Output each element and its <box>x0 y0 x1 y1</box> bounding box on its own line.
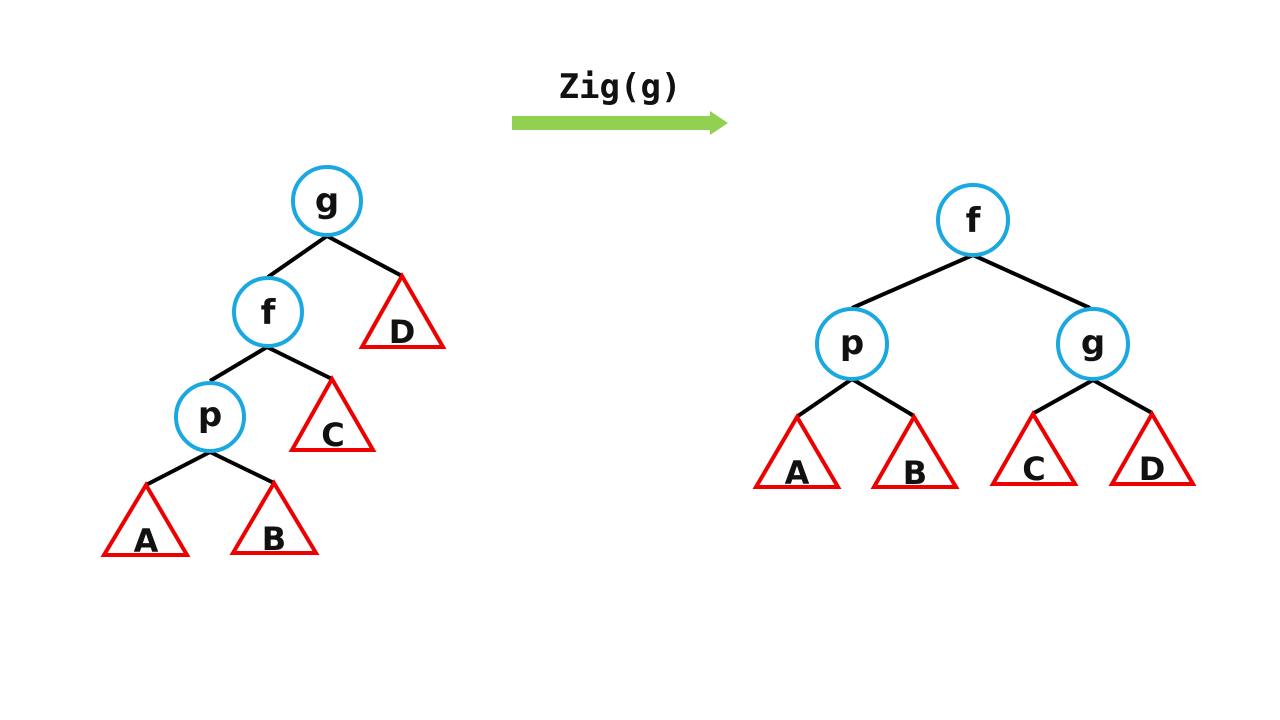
subtree-B: B <box>870 413 960 492</box>
subtree-triangle <box>229 479 320 555</box>
subtree-triangle <box>870 413 960 489</box>
subtree-A: A <box>752 413 842 492</box>
subtree-C: C <box>288 374 377 454</box>
arrow-shaft <box>512 116 712 130</box>
node-g: g <box>1056 307 1130 381</box>
node-label: p <box>198 395 222 435</box>
node-label: g <box>315 181 339 221</box>
edge-g-D <box>326 234 403 278</box>
subtree-C: C <box>989 410 1079 488</box>
edge-f-g <box>972 253 1091 310</box>
subtree-B: B <box>229 479 320 558</box>
edge-p-A <box>145 450 211 487</box>
arrow-head-icon <box>710 111 728 135</box>
before-tree: g f p A B C D <box>100 165 447 560</box>
node-f: f <box>232 276 304 348</box>
node-f: f <box>936 183 1010 257</box>
subtree-label: D <box>389 313 416 351</box>
node-circle <box>815 307 889 381</box>
subtree-triangle <box>1108 410 1197 486</box>
node-circle <box>1056 307 1130 381</box>
subtree-triangle <box>358 271 447 349</box>
node-label: g <box>1081 323 1105 363</box>
node-label: f <box>966 201 982 241</box>
subtree-A: A <box>100 481 191 560</box>
subtree-label: D <box>1139 450 1166 488</box>
subtree-label: C <box>321 416 344 454</box>
subtree-D: D <box>1108 410 1197 488</box>
edge-p-A <box>796 377 854 418</box>
node-circle <box>174 381 246 453</box>
edge-p-B <box>850 377 916 418</box>
edge-g-f <box>266 234 329 279</box>
subtree-triangle <box>100 481 191 557</box>
subtree-label: C <box>1022 450 1045 488</box>
node-circle <box>936 183 1010 257</box>
node-label: f <box>261 293 277 333</box>
subtree-label: B <box>903 454 927 492</box>
subtree-triangle <box>752 413 842 489</box>
after-tree: f p g A B C D <box>752 183 1197 492</box>
edge-f-p <box>208 345 269 383</box>
subtree-label: A <box>134 522 159 560</box>
node-p: p <box>815 307 889 381</box>
edge-g-C <box>1033 378 1094 415</box>
edge-g-D <box>1092 378 1153 415</box>
operation-label: Zig(g) <box>559 67 682 107</box>
node-circle <box>232 276 304 348</box>
node-g: g <box>291 165 363 237</box>
node-p: p <box>174 381 246 453</box>
subtree-label: A <box>785 454 810 492</box>
edge-f-C <box>266 345 333 381</box>
subtree-label: B <box>262 520 286 558</box>
subtree-D: D <box>358 271 447 351</box>
subtree-triangle <box>989 410 1079 486</box>
node-label: p <box>840 323 864 363</box>
edge-p-B <box>209 450 275 485</box>
subtree-triangle <box>288 374 377 452</box>
transform-arrow <box>512 111 728 135</box>
node-circle <box>291 165 363 237</box>
edge-f-p <box>851 253 974 310</box>
